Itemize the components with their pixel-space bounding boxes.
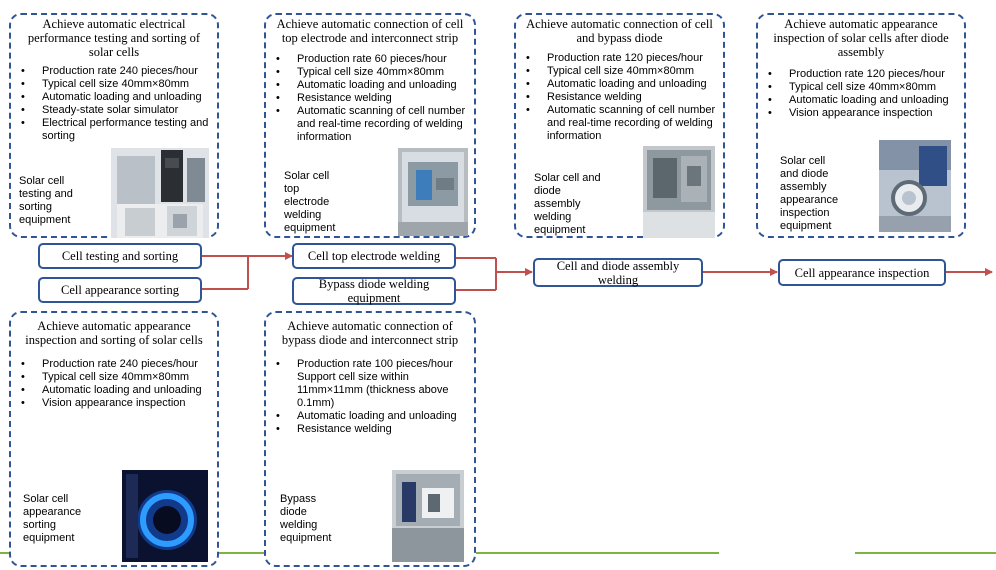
equipment-photo	[122, 470, 208, 562]
spec-item: Automatic loading and unloading	[274, 410, 468, 423]
equipment-photo	[879, 140, 951, 232]
spec-item: Production rate 120 pieces/hour	[766, 68, 958, 81]
panel-title: Achieve automatic connection of cell top…	[276, 17, 464, 45]
spec-list: Production rate 60 pieces/hour Typical c…	[274, 53, 468, 144]
equipment-label: Solar cell and diode assembly welding eq…	[534, 172, 601, 236]
panel-title: Achieve automatic connection of cell and…	[526, 17, 713, 45]
equipment-photo	[643, 146, 715, 238]
spec-item: Typical cell size 40mm×80mm	[524, 65, 717, 78]
panel-top-electrode: Achieve automatic connection of cell top…	[264, 13, 476, 238]
equipment-photo	[392, 470, 464, 562]
equipment-label: Bypass diode welding equipment	[280, 493, 332, 544]
equipment-label: Solar cell and diode assembly appearance…	[780, 155, 839, 232]
spec-item: Typical cell size 40mm×80mm	[766, 81, 958, 94]
spec-list: Production rate 240 pieces/hour Typical …	[19, 358, 211, 410]
panel-bypass-diode: Achieve automatic connection of bypass d…	[264, 311, 476, 567]
spec-list: Production rate 120 pieces/hour Typical …	[524, 52, 717, 143]
spec-item: Production rate 120 pieces/hour	[524, 52, 717, 65]
spec-item: Electrical performance testing and sorti…	[19, 117, 211, 143]
panel-after-diode-inspection: Achieve automatic appearance inspection …	[756, 13, 966, 238]
spec-item: Vision appearance inspection	[19, 397, 211, 410]
spec-list: Production rate 240 pieces/hour Typical …	[19, 65, 211, 143]
spec-item: Resistance welding	[274, 423, 468, 436]
flow-node-assembly-welding: Cell and diode assembly welding	[533, 258, 703, 287]
spec-item: Resistance welding	[274, 92, 468, 105]
spec-item: Production rate 240 pieces/hour	[19, 358, 211, 371]
spec-list: Production rate 100 pieces/hour Support …	[274, 358, 468, 436]
panel-title: Achieve automatic electrical performance…	[27, 17, 201, 59]
flow-node-appearance-inspection: Cell appearance inspection	[778, 259, 946, 286]
spec-item: Automatic scanning of cell number and re…	[274, 105, 468, 144]
panel-title: Achieve automatic connection of bypass d…	[281, 319, 459, 347]
panel-title: Achieve automatic appearance inspection …	[773, 17, 949, 59]
spec-item: Typical cell size 40mm×80mm	[19, 371, 211, 384]
spec-list: Production rate 120 pieces/hour Typical …	[766, 68, 958, 120]
equipment-label: Solar cell testing and sorting equipment	[19, 175, 73, 226]
equipment-label: Solar cell top electrode welding equipme…	[284, 170, 336, 234]
spec-item: Automatic loading and unloading	[19, 91, 211, 104]
panel-appearance-sorting: Achieve automatic appearance inspection …	[9, 311, 219, 567]
flow-node-bypass-diode: Bypass diode welding equipment	[292, 277, 456, 305]
spec-item: Production rate 240 pieces/hour	[19, 65, 211, 78]
spec-item: Automatic loading and unloading	[19, 384, 211, 397]
ground-line	[855, 552, 996, 554]
spec-item: Production rate 100 pieces/hour Support …	[274, 358, 468, 410]
spec-item: Automatic loading and unloading	[766, 94, 958, 107]
flow-node-testing-sorting: Cell testing and sorting	[38, 243, 202, 269]
flow-node-top-electrode: Cell top electrode welding	[292, 243, 456, 269]
spec-item: Automatic scanning of cell number and re…	[524, 104, 717, 143]
equipment-photo	[111, 148, 209, 238]
equipment-photo	[398, 148, 468, 236]
equipment-label: Solar cell appearance sorting equipment	[23, 493, 82, 544]
spec-item: Automatic loading and unloading	[524, 78, 717, 91]
spec-item: Typical cell size 40mm×80mm	[19, 78, 211, 91]
spec-item: Typical cell size 40mm×80mm	[274, 66, 468, 79]
ground-line	[474, 552, 719, 554]
spec-item: Steady-state solar simulator	[19, 104, 211, 117]
panel-title: Achieve automatic appearance inspection …	[25, 319, 203, 347]
spec-item: Vision appearance inspection	[766, 107, 958, 120]
spec-item: Automatic loading and unloading	[274, 79, 468, 92]
panel-diode-assembly: Achieve automatic connection of cell and…	[514, 13, 725, 238]
spec-item: Production rate 60 pieces/hour	[274, 53, 468, 66]
panel-testing-sorting: Achieve automatic electrical performance…	[9, 13, 219, 238]
flow-node-appearance-sorting: Cell appearance sorting	[38, 277, 202, 303]
spec-item: Resistance welding	[524, 91, 717, 104]
